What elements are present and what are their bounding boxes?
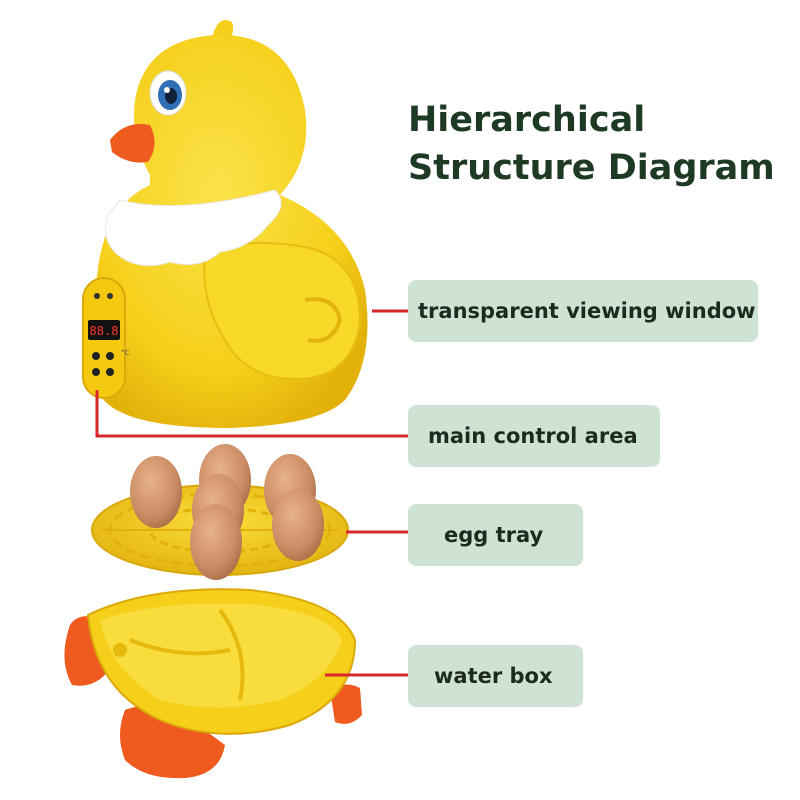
label-water-box-text: water box (434, 664, 553, 688)
page-title: Hierarchical Structure Diagram (408, 96, 775, 192)
connector-control-area (95, 390, 408, 438)
label-viewing-window: transparent viewing window (408, 280, 758, 342)
eye-icon (149, 70, 187, 116)
control-panel: 88.8 °C (82, 277, 130, 399)
title-line-2: Structure Diagram (408, 148, 775, 188)
water-box-base (64, 588, 362, 779)
title-line-1: Hierarchical (408, 100, 646, 140)
display-readout: 88.8 (90, 324, 119, 338)
egg (130, 456, 182, 528)
egg (272, 489, 324, 561)
label-water-box: water box (408, 645, 583, 707)
display-unit: °C (121, 349, 130, 357)
duck-beak (110, 124, 155, 163)
label-control-area: main control area (408, 405, 660, 467)
label-viewing-window-text: transparent viewing window (418, 299, 756, 323)
eggs (130, 444, 324, 580)
egg (190, 504, 242, 580)
wing-detail (304, 297, 343, 343)
connectors (95, 309, 408, 677)
duck-foot-right (330, 684, 362, 724)
label-egg-tray-text: egg tray (444, 523, 544, 547)
duck-collar (105, 189, 282, 267)
duck-lid: 88.8 °C (82, 20, 368, 429)
duck-wing (203, 241, 362, 380)
label-egg-tray: egg tray (408, 504, 583, 566)
duck-foot-front (120, 705, 225, 779)
label-control-area-text: main control area (428, 424, 638, 448)
